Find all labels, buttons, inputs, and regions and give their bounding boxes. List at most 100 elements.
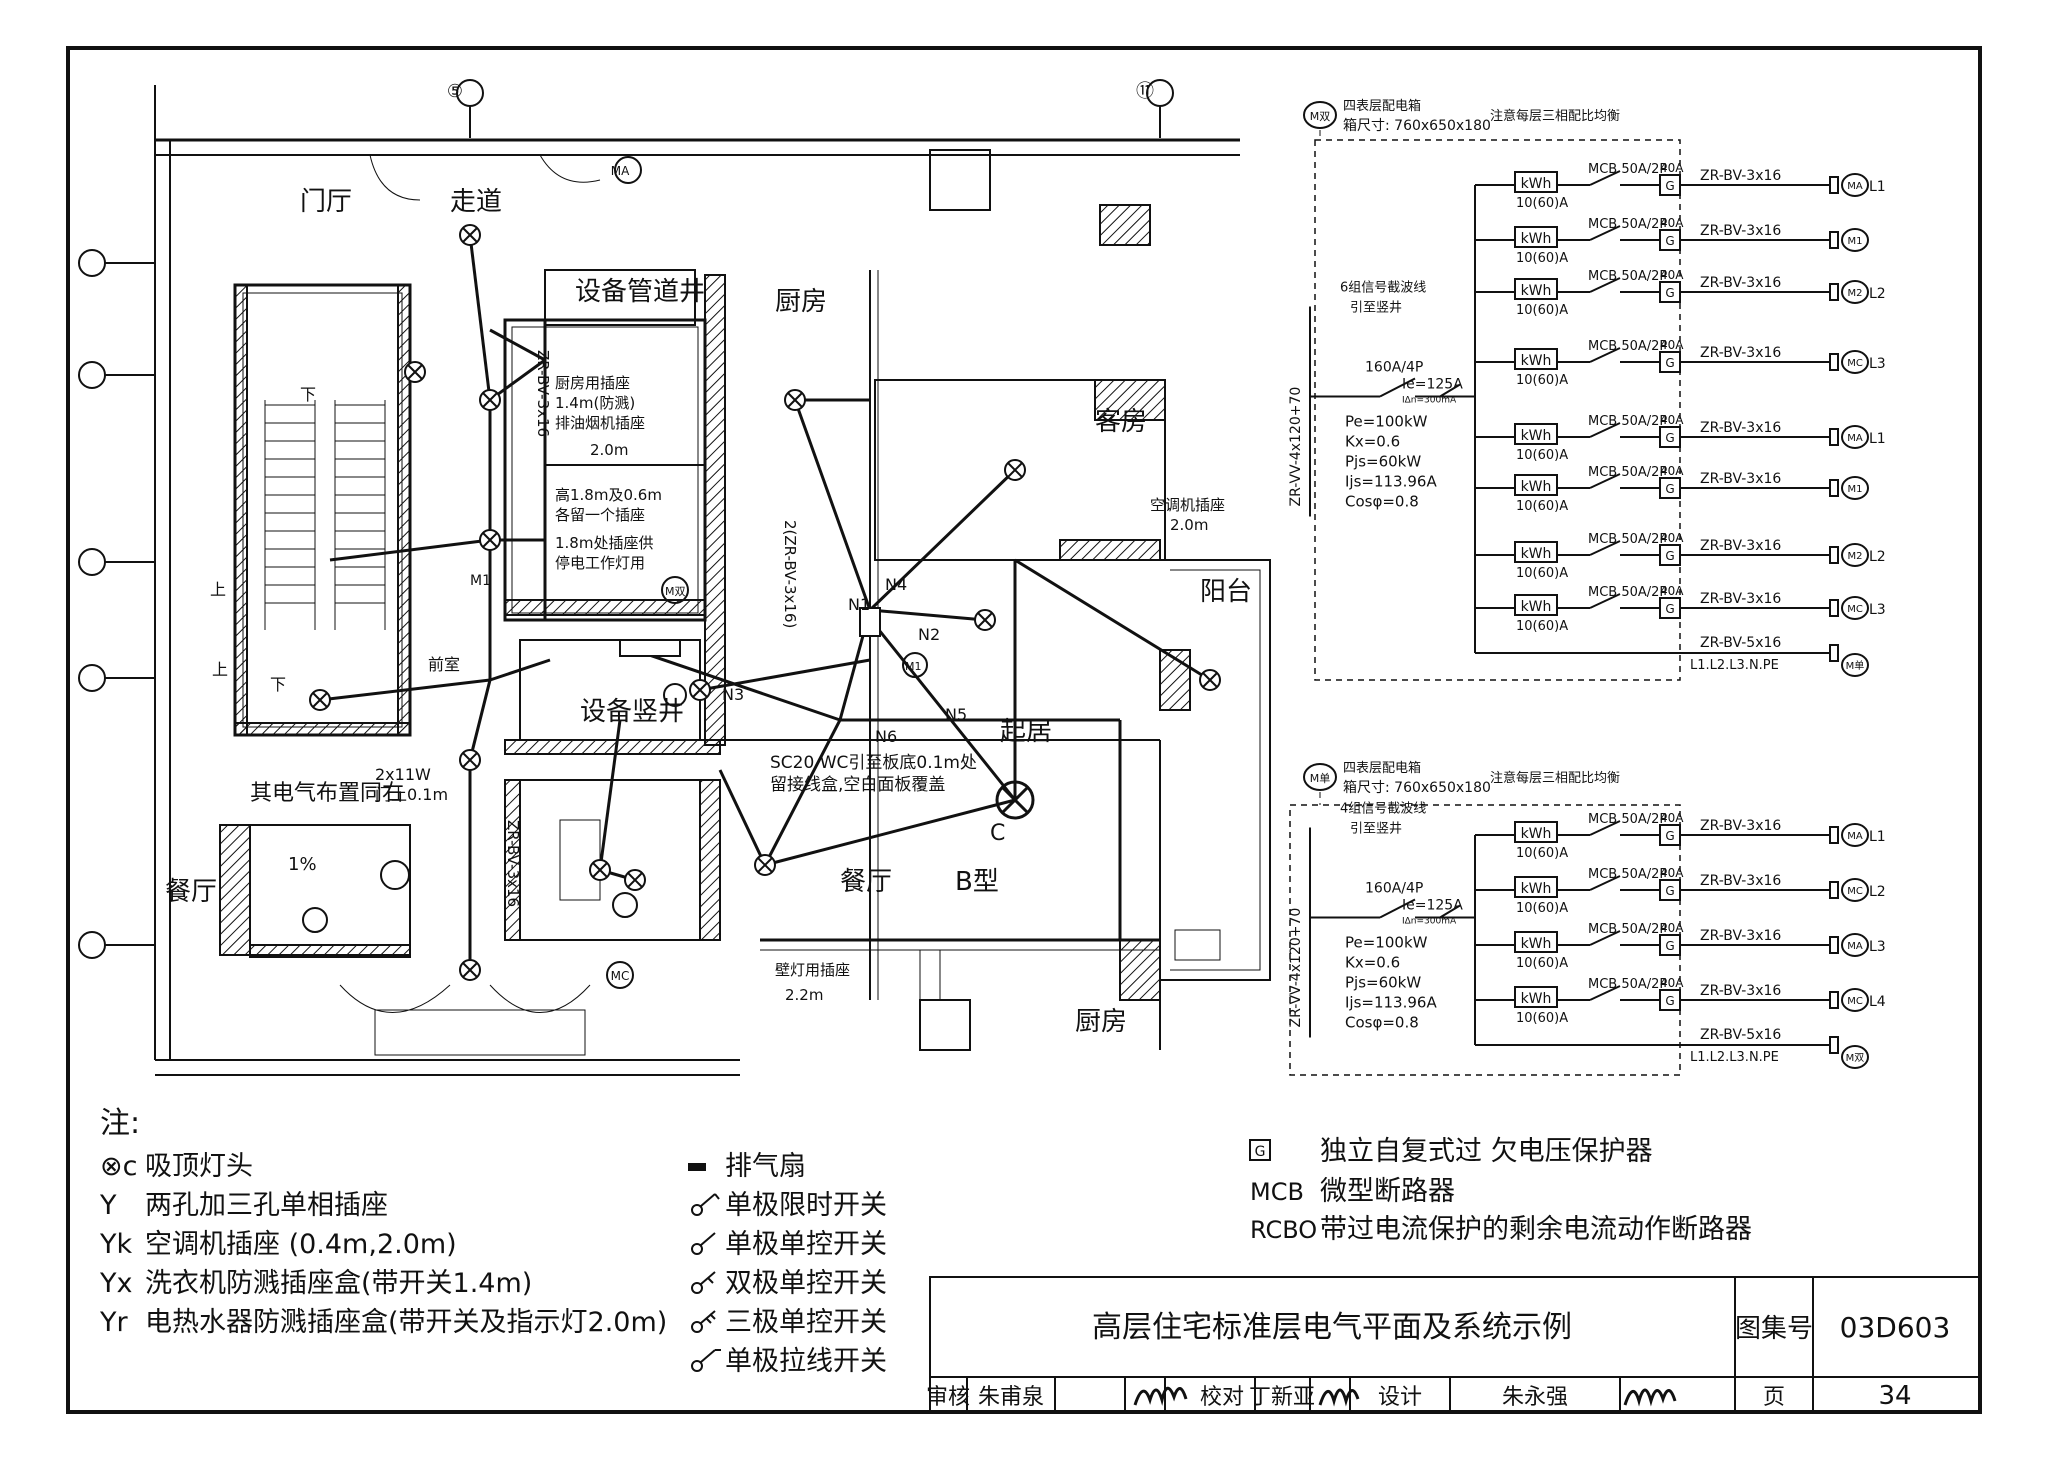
svg-text:带过电流保护的剩余电流动作断路器: 带过电流保护的剩余电流动作断路器 bbox=[1320, 1214, 1752, 1245]
outlet-end-icon bbox=[1829, 479, 1839, 497]
main-breaker-label: 160A/4P bbox=[1365, 881, 1423, 897]
calc-line: Kx=0.6 bbox=[1345, 433, 1400, 451]
legend-text-washer: 洗衣机防溅插座盒(带开关1.4m) bbox=[145, 1268, 532, 1299]
meter-rating: 10(60)A bbox=[1516, 1011, 1568, 1026]
g-rating: 40A bbox=[1660, 976, 1684, 990]
svg-text:MC: MC bbox=[611, 969, 630, 983]
mcb-label: MCB 50A/2P bbox=[1588, 414, 1667, 429]
calc-line: Cosφ=0.8 bbox=[1345, 493, 1419, 511]
svg-text:独立自复式过 欠电压保护器: 独立自复式过 欠电压保护器 bbox=[1320, 1136, 1653, 1167]
g-label: G bbox=[1665, 286, 1674, 300]
lamp-symbols bbox=[309, 224, 1221, 981]
g-rating: 40A bbox=[1660, 811, 1684, 825]
phase-label: L1 bbox=[1869, 431, 1886, 447]
svg-text:双极单控开关: 双极单控开关 bbox=[725, 1268, 887, 1299]
calc-line: Pe=100kW bbox=[1345, 934, 1428, 952]
meter-rating: 10(60)A bbox=[1516, 373, 1568, 388]
svg-text:高1.8m及0.6m: 高1.8m及0.6m bbox=[555, 486, 662, 504]
outlet-end-icon bbox=[1829, 826, 1839, 844]
mcb-icon bbox=[1589, 540, 1621, 556]
outlet-end-icon bbox=[1829, 644, 1839, 662]
svg-text:排油烟机插座: 排油烟机插座 bbox=[555, 414, 645, 432]
mcb-label: MCB 50A/2P bbox=[1588, 977, 1667, 992]
dest-bubble bbox=[1841, 173, 1869, 197]
kwh-label: kWh bbox=[1521, 479, 1552, 495]
room-equipment-shaft: 设备竖井 bbox=[580, 697, 684, 727]
room-pipe-shaft: 设备管道井 bbox=[575, 277, 705, 307]
dest-bubble bbox=[1841, 228, 1869, 252]
pe-phases: L1.L2.L3.N.PE bbox=[1690, 658, 1779, 673]
mcb-icon bbox=[1589, 930, 1621, 946]
svg-text:单极限时开关: 单极限时开关 bbox=[725, 1190, 887, 1221]
meter-rating: 10(60)A bbox=[1516, 901, 1568, 916]
legend-right: G 独立自复式过 欠电压保护器 MCB 微型断路器 RCBO 带过电流保护的剩余… bbox=[1249, 1136, 1752, 1245]
dest-label: MC bbox=[1847, 996, 1863, 1007]
mcb-icon bbox=[1589, 985, 1621, 1001]
svg-text:1.8m处插座供: 1.8m处插座供 bbox=[555, 534, 653, 552]
meter-rating: 10(60)A bbox=[1516, 448, 1568, 463]
pe-dest: M单 bbox=[1846, 660, 1865, 672]
ceiling-lamp-icon bbox=[479, 529, 501, 551]
ceiling-lamp-icon bbox=[309, 689, 331, 711]
main-breaker-label: 160A/4P bbox=[1365, 360, 1423, 376]
protector-g-icon bbox=[1249, 1139, 1271, 1161]
panel-tag: M双 bbox=[1310, 110, 1331, 123]
ceiling-lamp-icon bbox=[459, 749, 481, 771]
kwh-label: kWh bbox=[1521, 599, 1552, 615]
cable-label: ZR-BV-3x16 bbox=[1700, 928, 1781, 944]
exhaust-fan-icon bbox=[688, 1163, 706, 1171]
svg-text:MCB: MCB bbox=[1250, 1178, 1304, 1206]
mcb-label: MCB 50A/2P bbox=[1588, 812, 1667, 827]
panel-tag: M单 bbox=[1310, 772, 1331, 785]
g-rating: 40A bbox=[1660, 216, 1684, 230]
ceiling-lamp-icon bbox=[404, 361, 426, 383]
calc-line: Pe=100kW bbox=[1345, 413, 1428, 431]
plan-labels: ⑤ ⑪ 门厅 走道 设备管道井 厨房 客房 阳台 起居 餐厅 餐厅 B型 厨房 … bbox=[165, 81, 1252, 1037]
outlet-end-icon bbox=[1829, 599, 1839, 617]
kwh-label: kWh bbox=[1521, 991, 1552, 1007]
dest-label: M1 bbox=[1848, 484, 1863, 495]
phase-label: L2 bbox=[1869, 884, 1886, 900]
meter-rating: 10(60)A bbox=[1516, 619, 1568, 634]
cable-label: ZR-BV-3x16 bbox=[1700, 873, 1781, 889]
mcb-icon bbox=[1589, 170, 1621, 186]
mcb-icon bbox=[1589, 422, 1621, 438]
legend-text-lamp: 吸顶灯头 bbox=[145, 1151, 253, 1182]
g-label: G bbox=[1665, 356, 1674, 370]
lamp-spec: 2x11W bbox=[375, 765, 431, 784]
room-front: 前室 bbox=[428, 655, 460, 674]
room-dining: 餐厅 bbox=[840, 867, 892, 897]
mcb-label: MCB 50A/2P bbox=[1588, 465, 1667, 480]
panel-tag-bubble bbox=[1303, 763, 1337, 791]
rcbo-idn: IΔn=300mA bbox=[1402, 396, 1457, 406]
axis-bubble-h bbox=[78, 548, 106, 576]
outlet-end-icon bbox=[1829, 176, 1839, 194]
designer-signature bbox=[1623, 1388, 1677, 1407]
g-rating: 40A bbox=[1660, 921, 1684, 935]
ceiling-lamp-icon bbox=[1199, 669, 1221, 691]
g-label: G bbox=[1665, 602, 1674, 616]
cable-label: ZR-BV-3x16 bbox=[1700, 168, 1781, 184]
kwh-meter-icon bbox=[1514, 986, 1558, 1008]
bus-title-2: 引至竖井 bbox=[1350, 301, 1402, 316]
svg-text:微型断路器: 微型断路器 bbox=[1320, 1176, 1455, 1207]
bus-title-2: 引至竖井 bbox=[1350, 822, 1402, 837]
svg-text:⑪: ⑪ bbox=[1136, 81, 1154, 102]
svg-text:下: 下 bbox=[300, 385, 316, 404]
ceiling-lamp-icon bbox=[784, 389, 806, 411]
mcb-label: MCB 50A/2P bbox=[1588, 922, 1667, 937]
kwh-meter-icon bbox=[1514, 423, 1558, 445]
checker-name: 丁新亚 bbox=[1249, 1385, 1315, 1410]
dest-bubble bbox=[1841, 280, 1869, 304]
room-kitchen-bottom: 厨房 bbox=[1075, 1007, 1127, 1037]
axis-bubble-f bbox=[78, 664, 106, 692]
dest-bubble bbox=[1841, 653, 1869, 677]
svg-text:厨房用插座: 厨房用插座 bbox=[555, 374, 630, 392]
svg-text:M双: M双 bbox=[665, 585, 686, 598]
legend-text-ac: 空调机插座 (0.4m,2.0m) bbox=[145, 1229, 457, 1260]
title-block bbox=[929, 1276, 1981, 1413]
svg-text:ZR-BV-3x16: ZR-BV-3x16 bbox=[534, 350, 552, 437]
cable-label: ZR-BV-3x16 bbox=[1700, 345, 1781, 361]
